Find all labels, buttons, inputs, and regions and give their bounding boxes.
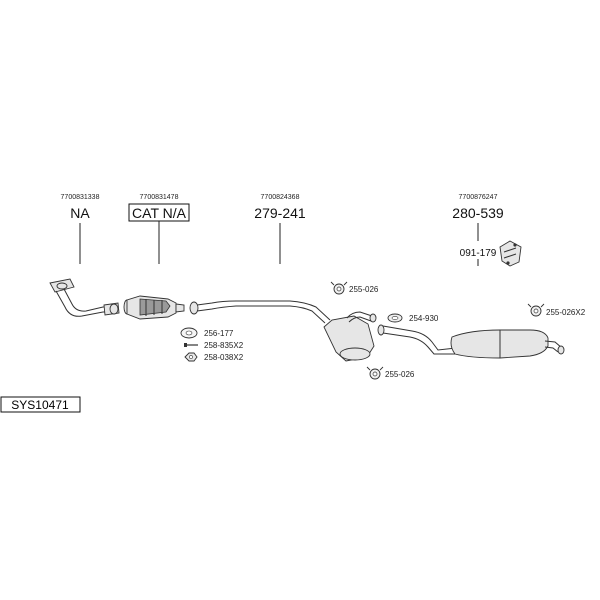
fitting-label-bolt: 258-835X2	[204, 341, 244, 350]
nut-icon	[184, 352, 198, 362]
oem-number-front-pipe: 7700831338	[61, 194, 100, 201]
catalyst-drawing	[123, 295, 185, 320]
clamp-icon	[330, 281, 348, 295]
clamp-icon	[366, 366, 384, 380]
part-front-pipe[interactable]: 7700831338 NA	[49, 194, 120, 317]
mounting-bracket-drawing	[499, 240, 522, 267]
system-id: SYS10471	[11, 398, 69, 412]
part-ref-middle-silencer: 279-241	[254, 205, 306, 221]
fitting-label-clamp-ring: 254-930	[409, 314, 439, 323]
fitting-clamp-ring[interactable]: 254-930	[387, 313, 439, 323]
part-catalyst[interactable]: 7700831478 CAT N/A	[123, 194, 190, 320]
part-ref-front-pipe: NA	[70, 205, 90, 221]
part-rear-silencer[interactable]: 7700876247 280-539 091-179	[377, 194, 565, 359]
fitting-label-clamp-upper: 255-026	[349, 285, 379, 294]
oem-number-middle-silencer: 7700824368	[261, 194, 300, 201]
fitting-bolt[interactable]: 258-835X2	[184, 341, 244, 350]
bolt-icon	[184, 343, 198, 347]
sub-part-ref: 091-179	[460, 248, 497, 259]
oem-number-rear-silencer: 7700876247	[459, 194, 498, 201]
rear-silencer-drawing	[377, 324, 565, 359]
fitting-label-nut: 258-038X2	[204, 353, 244, 362]
oem-number-catalyst: 7700831478	[140, 194, 179, 201]
fitting-nut[interactable]: 258-038X2	[184, 352, 244, 362]
fitting-label-clamp-lower: 255-026	[385, 370, 415, 379]
fitting-label-clamp-rear: 255-026X2	[546, 308, 586, 317]
part-ref-rear-silencer: 280-539	[452, 205, 504, 221]
fitting-clamp-rear[interactable]: 255-026X2	[527, 303, 586, 317]
part-middle-silencer[interactable]: 7700824368 279-241	[189, 194, 377, 362]
fitting-clamp-upper[interactable]: 255-026	[330, 281, 379, 295]
clamp-ring-icon	[387, 313, 403, 323]
front-pipe-drawing	[49, 278, 120, 317]
fitting-label-gasket: 256-177	[204, 329, 234, 338]
gasket-icon	[180, 327, 198, 339]
system-id-box: SYS10471	[0, 396, 81, 413]
fitting-clamp-lower[interactable]: 255-026	[366, 366, 415, 380]
middle-silencer-drawing	[189, 300, 377, 362]
clamp-icon	[527, 303, 545, 317]
fitting-gasket[interactable]: 256-177	[180, 327, 234, 339]
part-ref-catalyst: CAT N/A	[132, 205, 187, 221]
